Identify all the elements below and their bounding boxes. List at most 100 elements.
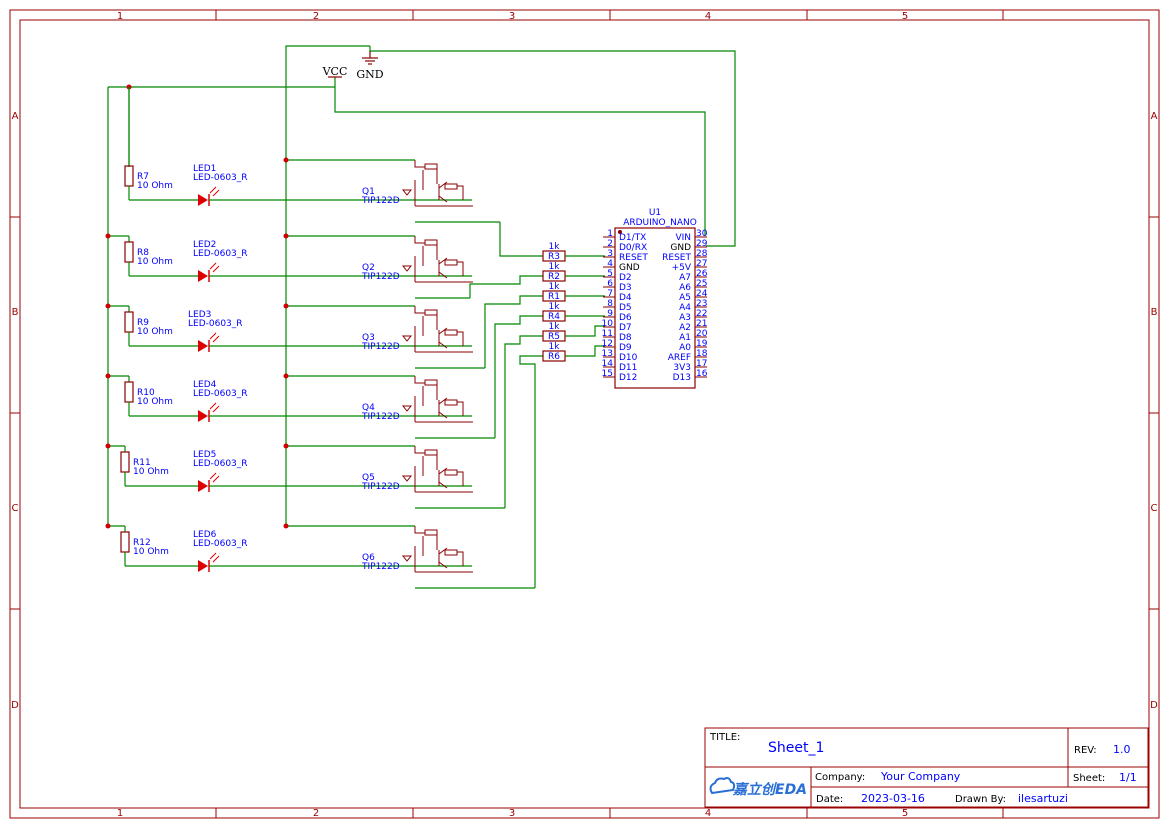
mcu-pin-name: GND	[619, 263, 640, 273]
frame-labels: 1 2 3 4 5 1 2 3 4 5 A B C D A B C D	[11, 11, 1158, 819]
sheet-title: Sheet_1	[768, 740, 824, 756]
light-arrow-icon	[209, 402, 220, 413]
base-resistor-ref: R2	[548, 272, 560, 282]
base-resistor-value: 1k	[549, 262, 561, 272]
col-label-bottom: 5	[902, 808, 908, 819]
led-part: LED-0603_R	[193, 539, 248, 549]
transistor-icon	[414, 546, 473, 573]
transistor-resistor	[444, 259, 458, 266]
col-label-bottom: 3	[509, 808, 515, 819]
transistor-resistor	[444, 399, 458, 406]
resistor-body	[120, 451, 130, 473]
transistor-part: TIP122D	[361, 196, 400, 206]
base-resistor-value: 1k	[549, 342, 561, 352]
diode-icon	[401, 265, 413, 272]
transistor-part: TIP122D	[361, 412, 400, 422]
mcu-pin-number: 18	[696, 349, 708, 359]
junction-dot	[283, 373, 289, 379]
transistor-lead	[414, 160, 425, 168]
mcu-pin-number: 19	[696, 339, 708, 349]
led-ref: LED2	[193, 240, 216, 250]
led-icon	[198, 560, 208, 572]
base-wire	[504, 335, 543, 508]
col-label-bottom: 4	[705, 808, 711, 819]
date-value: 2023-03-16	[861, 792, 925, 805]
row-label-right: A	[1151, 111, 1158, 122]
transistor-part: TIP122D	[361, 342, 400, 352]
transistor-ref: Q4	[362, 403, 375, 413]
resistor-value: 10 Ohm	[137, 257, 173, 267]
rev-label: REV:	[1074, 745, 1097, 756]
sheet-value: 1/1	[1119, 771, 1137, 784]
mcu-pin-number: 6	[607, 279, 613, 289]
mcu-pin-number: 4	[607, 259, 613, 269]
base-resistor-ref: R4	[548, 312, 560, 322]
mcu-pin-number: 24	[696, 289, 708, 299]
title-label: TITLE:	[709, 732, 740, 743]
mcu-pin-name: D2	[619, 273, 632, 283]
led-part: LED-0603_R	[193, 389, 248, 399]
drawn-by-label: Drawn By:	[955, 794, 1006, 805]
mcu-pin-number: 8	[607, 299, 613, 309]
transistor-lead	[457, 261, 464, 276]
diode-icon	[401, 189, 413, 196]
transistor-resistor	[444, 329, 458, 336]
transistor-lead	[414, 306, 425, 314]
base-wire	[469, 275, 543, 298]
mcu-pin-number: 29	[696, 239, 708, 249]
logo-text: 嘉立创EDA	[732, 781, 807, 798]
resistor-value: 10 Ohm	[137, 327, 173, 337]
mcu-pin-name: A4	[679, 303, 691, 313]
base-resistor-ref: R1	[548, 292, 560, 302]
mcu-wire	[565, 345, 605, 357]
mcu-pin-name: D8	[619, 333, 632, 343]
diode-icon	[401, 555, 413, 562]
resistor-body	[124, 381, 134, 403]
base-wire	[519, 355, 543, 588]
mcu-pin-number: 10	[602, 319, 614, 329]
mcu-pin-number: 27	[696, 259, 707, 269]
mcu-pin-number: 17	[696, 359, 707, 369]
led-icon	[198, 270, 208, 282]
resistor-value: 10 Ohm	[133, 547, 169, 557]
transistor-resistor	[444, 469, 458, 476]
resistor-value: 10 Ohm	[133, 467, 169, 477]
mcu-pin-name: A0	[679, 343, 691, 353]
transistor-resistor	[424, 163, 438, 170]
col-label-top: 1	[117, 11, 123, 22]
mcu-pin-name: D4	[619, 293, 632, 303]
resistor-ref: R8	[137, 248, 149, 258]
pin1-marker	[618, 230, 622, 234]
mcu-pin-name: A1	[679, 333, 691, 343]
mcu-pin-number: 14	[602, 359, 614, 369]
company-value: Your Company	[880, 770, 961, 783]
company-label: Company:	[815, 772, 865, 783]
mcu-pin-name: D11	[619, 363, 637, 373]
mcu-pin-name: D7	[619, 323, 632, 333]
mcu-pin-number: 22	[696, 309, 707, 319]
mcu-pin-name: A3	[679, 313, 691, 323]
light-arrow-icon	[209, 262, 220, 273]
mcu-pin-name: D9	[619, 343, 632, 353]
mcu-pin-name: A6	[679, 283, 691, 293]
base-wire	[484, 295, 543, 368]
transistor-lead	[457, 401, 464, 416]
mcu-pin-name: D1/TX	[619, 233, 646, 243]
base-resistor-value: 1k	[549, 242, 561, 252]
transistor-part: TIP122D	[361, 482, 400, 492]
mcu-body	[614, 227, 696, 389]
resistor-ref: R12	[133, 538, 151, 548]
col-label-top: 5	[902, 11, 908, 22]
gnd-symbol: GND	[356, 51, 384, 81]
led-icon	[198, 480, 208, 492]
transistor-resistor	[424, 449, 438, 456]
transistor-lead	[457, 471, 464, 486]
resistor-body	[120, 531, 130, 553]
led-icon	[198, 410, 208, 422]
mcu-pin-name: D10	[619, 353, 638, 363]
junction-dot	[105, 443, 111, 449]
vcc-label: VCC	[322, 65, 348, 78]
